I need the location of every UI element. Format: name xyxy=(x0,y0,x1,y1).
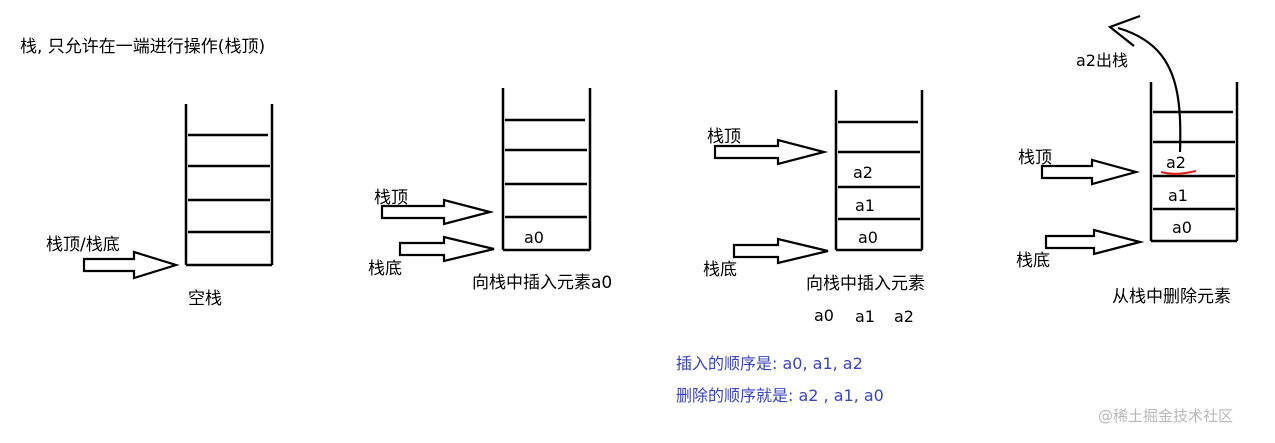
watermark: @稀土掘金技术社区 xyxy=(1098,407,1233,425)
stage3-item-a0: a0 xyxy=(858,228,878,247)
stage3-seq-a0: a0 xyxy=(814,306,834,325)
stage3-seq-a2: a2 xyxy=(894,307,914,326)
stage3-bottom-arrow xyxy=(732,237,829,265)
stage4-pop-label: a2出栈 xyxy=(1076,51,1128,70)
note-insert-order: 插入的顺序是: a0, a1, a2 xyxy=(676,354,863,373)
stage3-stack xyxy=(834,90,924,252)
stage4-bottom-arrow xyxy=(1044,228,1145,256)
stage4-item-a2: a2 xyxy=(1166,153,1186,172)
stage2-top-label: 栈顶 xyxy=(374,188,408,208)
stage3-top-arrow xyxy=(713,138,829,166)
stage4-pop-curve xyxy=(1117,26,1182,153)
stage4-red-underline xyxy=(1160,170,1197,175)
stage3-bottom-label: 栈底 xyxy=(703,260,737,280)
stage4-caption: 从栈中删除元素 xyxy=(1112,287,1231,307)
stage2-bottom-label: 栈底 xyxy=(368,259,402,279)
stage1-pointer-label: 栈顶/栈底 xyxy=(46,235,120,255)
stage2-item-a0: a0 xyxy=(524,228,544,247)
heading: 栈, 只允许在一端进行操作(栈顶) xyxy=(20,37,265,57)
stage2-top-arrow xyxy=(380,198,495,226)
stage3-item-a1: a1 xyxy=(855,196,875,215)
note-delete-order: 删除的顺序就是: a2 , a1, a0 xyxy=(676,386,884,405)
stage4-top-label: 栈顶 xyxy=(1018,148,1052,168)
stage3-item-a2: a2 xyxy=(853,163,873,182)
stage2-stack xyxy=(501,88,592,252)
stage3-top-label: 栈顶 xyxy=(707,127,741,147)
stage4-item-a1: a1 xyxy=(1168,186,1188,205)
stage3-caption: 向栈中插入元素 xyxy=(806,274,925,294)
stage1-stack xyxy=(184,104,274,267)
stage2-caption: 向栈中插入元素a0 xyxy=(472,273,612,293)
stage4-stack xyxy=(1149,82,1239,243)
stage1-pointer-arrow xyxy=(82,250,180,280)
stage1-caption: 空栈 xyxy=(188,289,222,309)
stage4-item-a0: a0 xyxy=(1172,218,1192,237)
stage3-seq-a1: a1 xyxy=(855,307,875,326)
stage4-pop-arrowhead xyxy=(1107,14,1141,47)
stage4-bottom-label: 栈底 xyxy=(1016,251,1050,271)
stage4-top-arrow xyxy=(1040,158,1141,186)
stage2-bottom-arrow xyxy=(398,235,495,263)
